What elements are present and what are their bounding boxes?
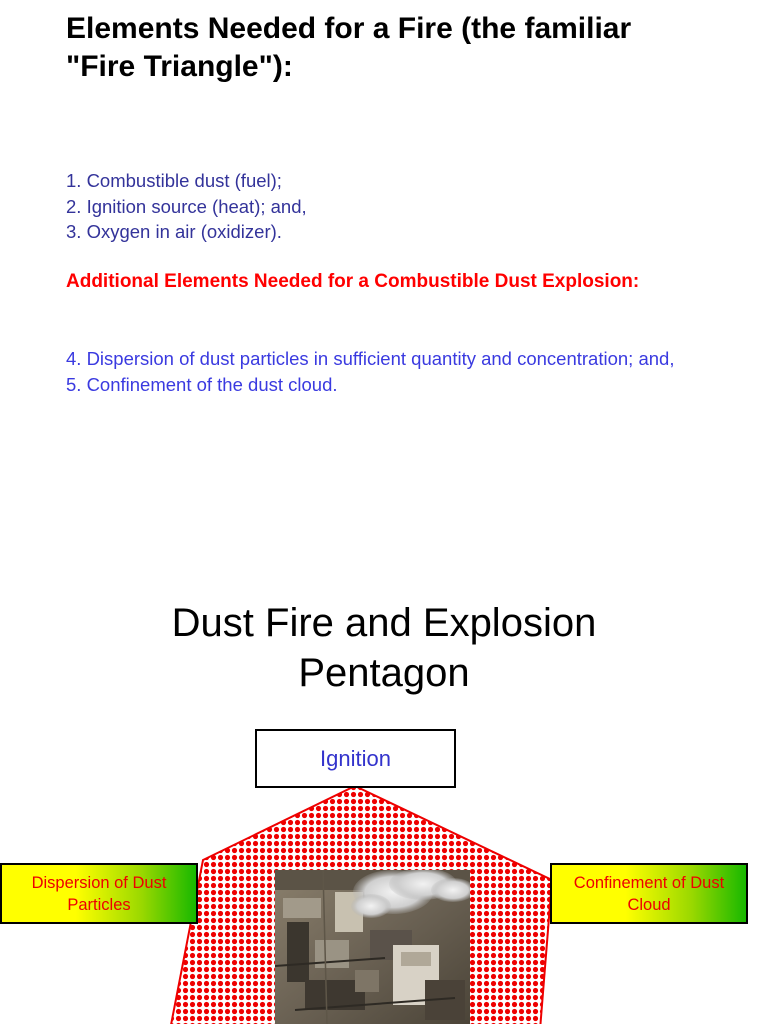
- list-item: 3. Oxygen in air (oxidizer).: [66, 221, 282, 242]
- list-item: 2. Ignition source (heat); and,: [66, 195, 307, 217]
- ignition-label: Ignition: [320, 745, 391, 771]
- list-item: 4. Dispersion of dust particles in suffi…: [66, 348, 675, 369]
- additional-elements-heading: Additional Elements Needed for a Combust…: [66, 271, 640, 292]
- additional-elements-list: 4. Dispersion of dust particles in suffi…: [66, 346, 674, 397]
- pentagon-title: Dust Fire and Explosion Pentagon: [171, 601, 597, 695]
- dispersion-box: Dispersion of Dust Particles: [0, 863, 198, 924]
- list-item: 1. Combustible dust (fuel);: [66, 170, 282, 191]
- dispersion-label: Dispersion of Dust Particles: [31, 873, 167, 914]
- ignition-box: Ignition: [255, 729, 456, 788]
- list-item: 5. Confinement of the dust cloud.: [66, 373, 338, 395]
- confinement-box: Confinement of Dust Cloud: [550, 863, 748, 924]
- confinement-label: Confinement of Dust Cloud: [573, 873, 725, 914]
- explosion-site-photo: [275, 870, 470, 1024]
- fire-elements-list: 1. Combustible dust (fuel); 2. Ignition …: [66, 168, 307, 245]
- page-heading: Elements Needed for a Fire (the familiar…: [66, 12, 632, 83]
